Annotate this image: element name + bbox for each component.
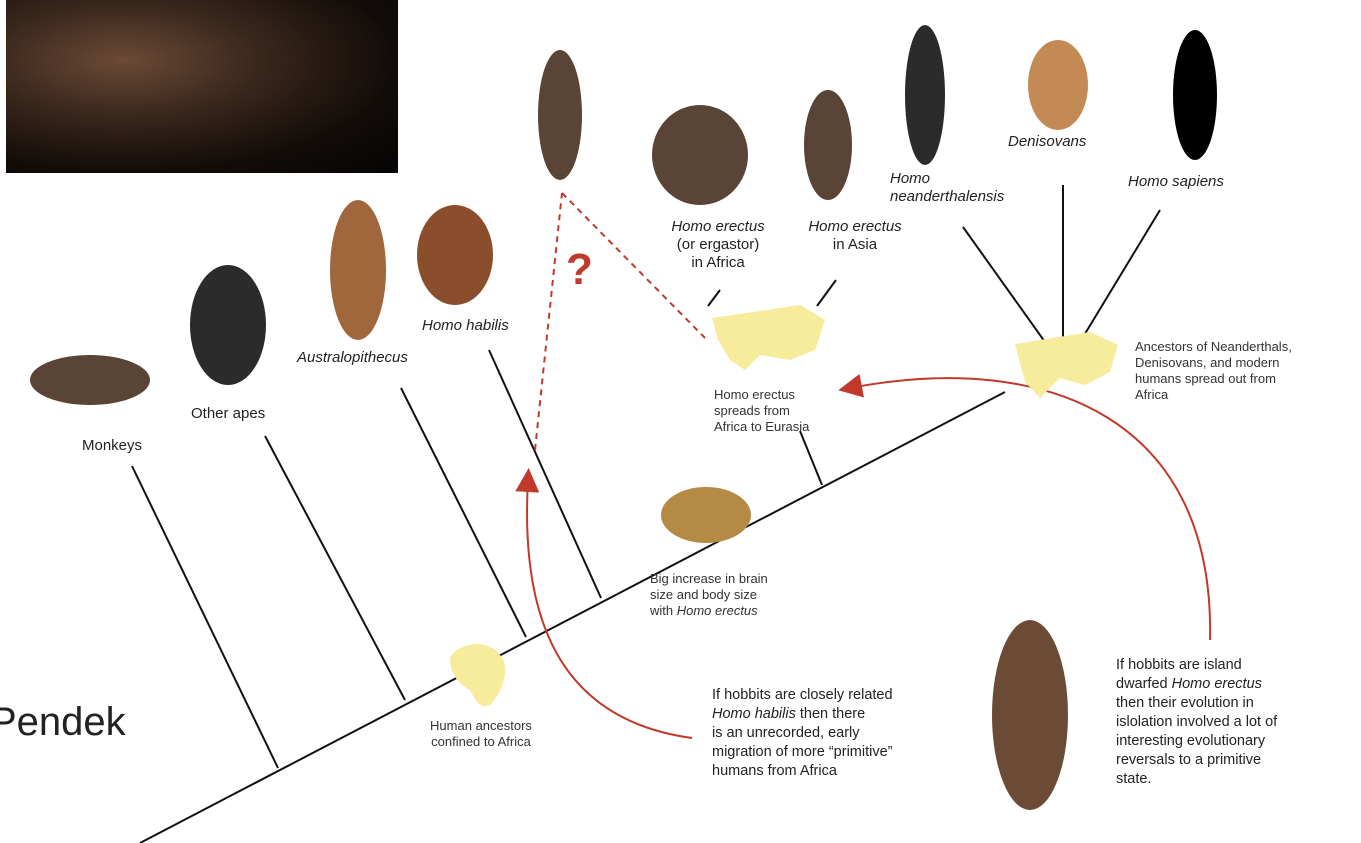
label-denisovans: Denisovans bbox=[1008, 133, 1086, 151]
africa-map-icon bbox=[450, 644, 505, 706]
label-homo-sapiens: Homo sapiens bbox=[1128, 173, 1224, 191]
hobbit-figure-icon bbox=[992, 620, 1068, 810]
monkey-icon bbox=[30, 355, 150, 405]
label-other-apes: Other apes bbox=[191, 405, 265, 423]
note-human-ancestors: Human ancestors confined to Africa bbox=[411, 718, 551, 750]
note-erectus-spreads: Homo erectus spreads from Africa to Eura… bbox=[714, 387, 874, 435]
label-homo-erectus-africa: Homo erectus (or ergastor) in Africa bbox=[648, 218, 788, 272]
label-homo-neanderthalensis: Homo neanderthalensis bbox=[890, 170, 1004, 206]
question-mark: ? bbox=[566, 245, 593, 295]
erectus-africa-icon bbox=[652, 105, 748, 205]
habilis-icon bbox=[417, 205, 493, 305]
neanderthal-icon bbox=[905, 25, 945, 165]
australopithecus-icon bbox=[330, 200, 386, 340]
note-brain-increase: Big increase in brain size and body size… bbox=[650, 571, 820, 619]
label-monkeys: Monkeys bbox=[82, 437, 142, 455]
skull-icon bbox=[661, 487, 751, 543]
ape-icon bbox=[190, 265, 266, 385]
label-homo-habilis: Homo habilis bbox=[422, 317, 509, 335]
denisovan-icon bbox=[1028, 40, 1088, 130]
label-australopithecus: Australopithecus bbox=[297, 349, 408, 367]
erectus-dwarfing-arrow bbox=[850, 378, 1210, 640]
hominin-icon bbox=[538, 50, 582, 180]
note-habilis-hypothesis: If hobbits are closely related Homo habi… bbox=[712, 686, 972, 781]
note-ancestors-spread: Ancestors of Neanderthals, Denisovans, a… bbox=[1135, 339, 1355, 403]
sapiens-silhouette-icon bbox=[1173, 30, 1217, 160]
world-map-icon bbox=[1015, 332, 1118, 398]
world-map-icon bbox=[712, 305, 825, 370]
erectus-asia-icon bbox=[804, 90, 852, 200]
slide-title-fragment: Pendek bbox=[0, 700, 126, 744]
note-erectus-hypothesis: If hobbits are island dwarfed Homo erect… bbox=[1116, 656, 1356, 789]
label-homo-erectus-asia: Homo erectus in Asia bbox=[790, 218, 920, 254]
